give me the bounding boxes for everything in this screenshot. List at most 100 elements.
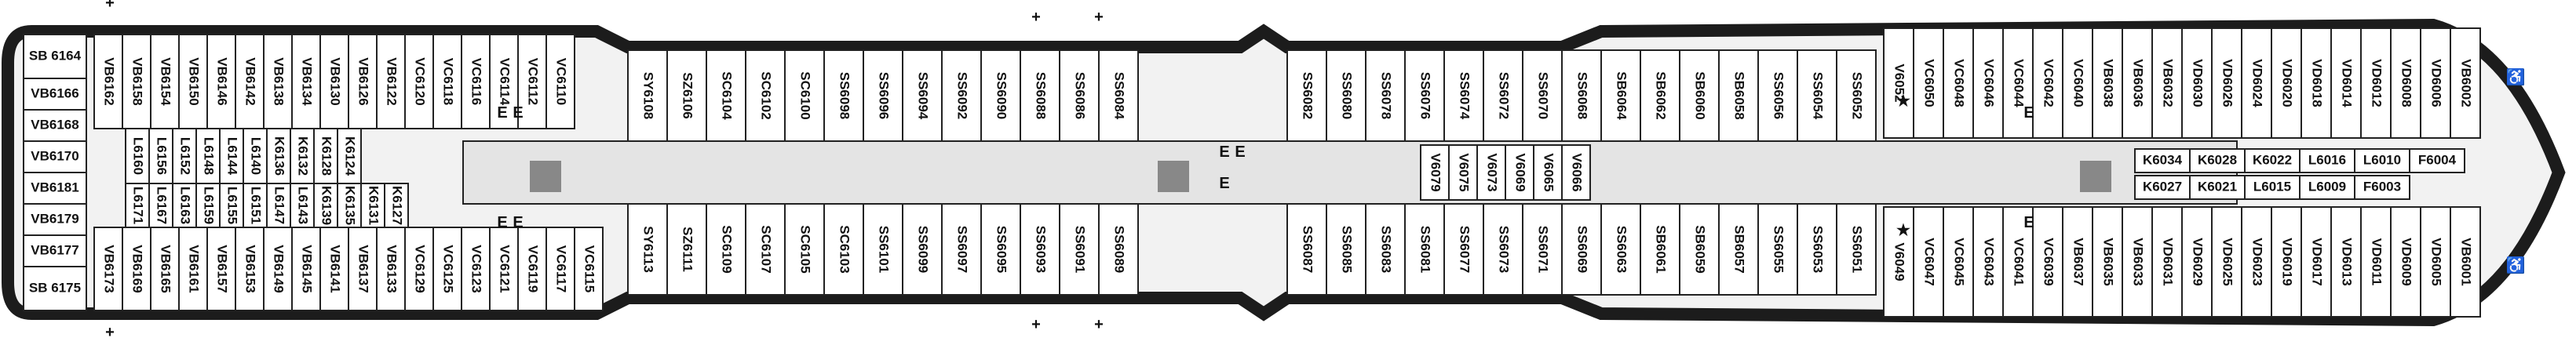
cabin-mid-bottom[interactable]: SS6101 [863, 203, 903, 296]
cabin-aft-inner[interactable]: L6144 [219, 128, 244, 184]
cabin-mid-bottom[interactable]: SS6095 [980, 203, 1021, 296]
cabin-mid-bottom[interactable]: SS6091 [1059, 203, 1100, 296]
cabin-mid-top[interactable]: SS6090 [980, 49, 1021, 142]
cabin-forward-top[interactable]: VD6020 [2271, 27, 2302, 139]
cabin-mid-top[interactable]: SS6094 [902, 49, 943, 142]
cabin-forward-bottom[interactable]: VC6047 [1913, 206, 1944, 318]
cabin-forward-top[interactable]: VD6008 [2390, 27, 2421, 139]
cabin-fwd-mid-bottom[interactable]: SS6073 [1483, 203, 1523, 296]
cabin-forward-bottom[interactable]: VC6045 [1943, 206, 1974, 318]
cabin-aft-bottom[interactable]: VC6123 [461, 227, 491, 311]
cabin-aft-inner[interactable]: K6132 [290, 128, 315, 184]
cabin-forward-bottom[interactable]: VB6033 [2122, 206, 2153, 318]
cabin-aft-inner[interactable]: L6171 [125, 183, 150, 228]
cabin-forward-bottom[interactable]: VD6029 [2181, 206, 2213, 318]
cabin-aft-top[interactable]: VB6146 [206, 34, 236, 129]
cabin-forward-top[interactable]: VD6012 [2360, 27, 2392, 139]
cabin-forward-top[interactable]: VC6046 [1972, 27, 2004, 139]
cabin-forward-bottom[interactable]: VD6009 [2390, 206, 2421, 318]
cabin-aft-inner[interactable]: L6159 [195, 183, 221, 228]
cabin-stern[interactable]: VB6166 [23, 78, 87, 111]
cabin-fwd-mid-top[interactable]: SB6064 [1600, 49, 1641, 142]
cabin-forward-top[interactable]: VD6006 [2420, 27, 2451, 139]
cabin-mid-bottom[interactable]: SC6109 [706, 203, 746, 296]
cabin-forward-bottom[interactable]: VC6039 [2032, 206, 2063, 318]
cabin-mid-top[interactable]: SY6108 [627, 49, 668, 142]
cabin-aft-inner[interactable]: L6167 [148, 183, 173, 228]
cabin-stern[interactable]: VB6179 [23, 203, 87, 236]
cabin-mid-top[interactable]: SS6096 [863, 49, 903, 142]
cabin-forward-bottom[interactable]: VD6013 [2330, 206, 2362, 318]
cabin-forward-inner[interactable]: L6015 [2244, 175, 2301, 200]
cabin-forward-bottom[interactable]: VB6037 [2062, 206, 2093, 318]
cabin-forward-top[interactable]: VC6040 [2062, 27, 2093, 139]
cabin-forward-top[interactable]: VD6026 [2211, 27, 2242, 139]
cabin-aft-top[interactable]: VC6120 [404, 34, 434, 129]
cabin-center[interactable]: V6079 [1420, 144, 1450, 201]
cabin-aft-bottom[interactable]: VC6119 [517, 227, 547, 311]
cabin-stern-suite[interactable]: SB 6175 [23, 266, 87, 311]
cabin-forward-inner[interactable]: L6016 [2299, 148, 2355, 173]
cabin-forward-inner[interactable]: L6010 [2354, 148, 2410, 173]
cabin-aft-top[interactable]: VB6130 [319, 34, 349, 129]
cabin-fwd-mid-top[interactable]: SB6062 [1640, 49, 1680, 142]
cabin-fwd-mid-bottom[interactable]: SS6055 [1757, 203, 1798, 296]
cabin-aft-top[interactable]: VB6158 [122, 34, 151, 129]
cabin-aft-top[interactable]: VB6150 [178, 34, 208, 129]
cabin-mid-top[interactable]: SC6104 [706, 49, 746, 142]
cabin-fwd-mid-bottom[interactable]: SS6069 [1561, 203, 1602, 296]
cabin-fwd-mid-top[interactable]: SS6076 [1404, 49, 1445, 142]
cabin-mid-bottom[interactable]: SC6107 [745, 203, 786, 296]
cabin-center[interactable]: V6066 [1561, 144, 1591, 201]
cabin-fwd-mid-bottom[interactable]: SS6053 [1797, 203, 1837, 296]
cabin-aft-bottom[interactable]: VC6125 [432, 227, 462, 311]
cabin-fwd-mid-bottom[interactable]: SS6083 [1365, 203, 1406, 296]
cabin-aft-top[interactable]: VB6126 [348, 34, 378, 129]
cabin-mid-bottom[interactable]: SS6097 [941, 203, 982, 296]
cabin-forward-bottom[interactable]: VD6005 [2420, 206, 2451, 318]
cabin-aft-bottom[interactable]: VB6173 [93, 227, 123, 311]
cabin-aft-inner[interactable]: L6143 [290, 183, 315, 228]
cabin-aft-inner[interactable]: K6127 [384, 183, 409, 228]
cabin-stern[interactable]: VB6170 [23, 140, 87, 173]
cabin-forward-top[interactable]: VC6048 [1943, 27, 1974, 139]
cabin-forward-bottom[interactable]: VD6017 [2301, 206, 2332, 318]
cabin-stern[interactable]: VB6168 [23, 109, 87, 142]
cabin-aft-bottom[interactable]: VC6121 [489, 227, 519, 311]
cabin-fwd-mid-bottom[interactable]: SS6063 [1600, 203, 1641, 296]
cabin-forward-inner[interactable]: F6003 [2354, 175, 2410, 200]
cabin-center[interactable]: V6069 [1505, 144, 1534, 201]
cabin-forward-bottom[interactable]: VB6001 [2450, 206, 2481, 318]
cabin-stern-suite[interactable]: SB 6164 [23, 34, 87, 79]
cabin-mid-bottom[interactable]: SC6103 [823, 203, 864, 296]
cabin-forward-inner[interactable]: L6009 [2299, 175, 2355, 200]
cabin-aft-inner[interactable]: L6155 [219, 183, 244, 228]
cabin-forward-inner[interactable]: K6034 [2134, 148, 2191, 173]
cabin-center[interactable]: V6075 [1448, 144, 1478, 201]
cabin-forward-inner[interactable]: F6004 [2409, 148, 2465, 173]
cabin-aft-bottom[interactable]: VC6115 [574, 227, 604, 311]
cabin-aft-bottom[interactable]: VB6169 [122, 227, 151, 311]
cabin-forward-bottom[interactable]: VD6011 [2360, 206, 2392, 318]
cabin-aft-bottom[interactable]: VB6161 [178, 227, 208, 311]
cabin-aft-inner[interactable]: K6139 [313, 183, 338, 228]
cabin-mid-bottom[interactable]: SS6099 [902, 203, 943, 296]
cabin-forward-top[interactable]: V6052 [1883, 27, 1914, 139]
cabin-aft-inner[interactable]: K6136 [266, 128, 291, 184]
cabin-forward-inner[interactable]: K6022 [2244, 148, 2301, 173]
cabin-forward-top[interactable]: VC6050 [1913, 27, 1944, 139]
cabin-forward-bottom[interactable]: VD6025 [2211, 206, 2242, 318]
cabin-fwd-mid-top[interactable]: SS6054 [1797, 49, 1837, 142]
cabin-fwd-mid-bottom[interactable]: SS6051 [1836, 203, 1877, 296]
cabin-forward-top[interactable]: VD6018 [2301, 27, 2332, 139]
cabin-mid-bottom[interactable]: SC6105 [784, 203, 825, 296]
cabin-forward-top[interactable]: VC6044 [2002, 27, 2034, 139]
cabin-mid-top[interactable]: SS6098 [823, 49, 864, 142]
cabin-fwd-mid-top[interactable]: SS6072 [1483, 49, 1523, 142]
cabin-aft-bottom[interactable]: VC6129 [404, 227, 434, 311]
cabin-center[interactable]: V6065 [1533, 144, 1563, 201]
cabin-aft-inner[interactable]: K6128 [313, 128, 338, 184]
cabin-center[interactable]: V6073 [1476, 144, 1506, 201]
cabin-forward-inner[interactable]: K6021 [2189, 175, 2246, 200]
cabin-aft-top[interactable]: VC6110 [545, 34, 575, 129]
